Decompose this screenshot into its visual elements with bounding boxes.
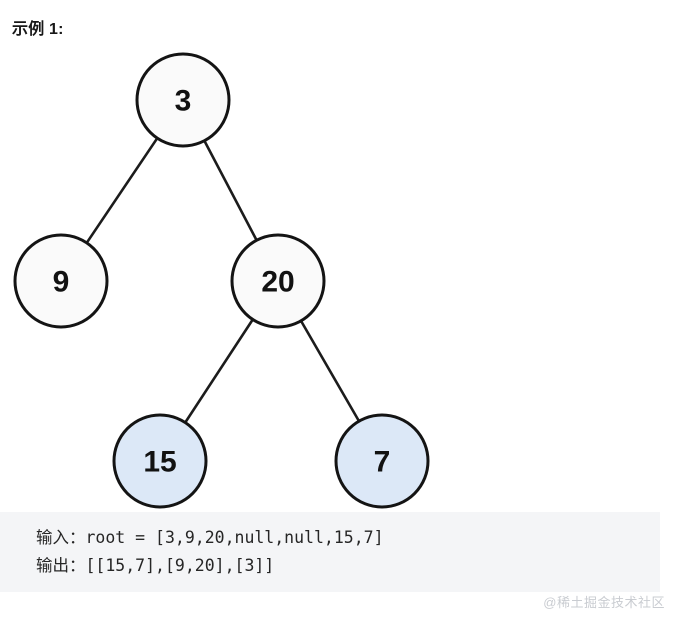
tree-node-circle-15 [112,413,208,509]
tree-node-label-3: 3 [175,85,192,118]
tree-edge-right-rright [299,318,361,424]
tree-edges [84,136,361,425]
tree-edge-root-left [84,136,160,245]
tree-node-circle-3 [135,52,231,148]
watermark-label: @稀土掘金技术社区 [543,595,665,610]
tree-edge-right-rleft [183,317,255,425]
tree-node-20: 20 [230,233,326,329]
input-line: 输入：root = [3,9,20,null,null,15,7] [36,528,384,547]
tree-node-3: 3 [135,52,231,148]
binary-tree-diagram: 3 9 20 15 7 [0,40,673,515]
tree-node-9: 9 [13,233,109,329]
tree-node-circle-20 [230,233,326,329]
tree-edge-root-right [202,138,259,243]
tree-node-label-9: 9 [53,266,70,299]
tree-node-circle-7 [334,413,430,509]
tree-node-label-20: 20 [261,266,294,299]
io-code-block: 输入：root = [3,9,20,null,null,15,7] 输出：[[1… [0,512,660,592]
tree-nodes: 3 9 20 15 7 [13,52,430,509]
tree-node-label-7: 7 [374,446,391,479]
tree-svg: 3 9 20 15 7 [13,52,430,509]
tree-node-7: 7 [334,413,430,509]
page-title: 示例 1: [12,21,64,38]
output-line: 输出：[[15,7],[9,20],[3]] [36,556,275,575]
tree-node-15: 15 [112,413,208,509]
tree-node-circle-9 [13,233,109,329]
tree-node-label-15: 15 [143,446,176,479]
